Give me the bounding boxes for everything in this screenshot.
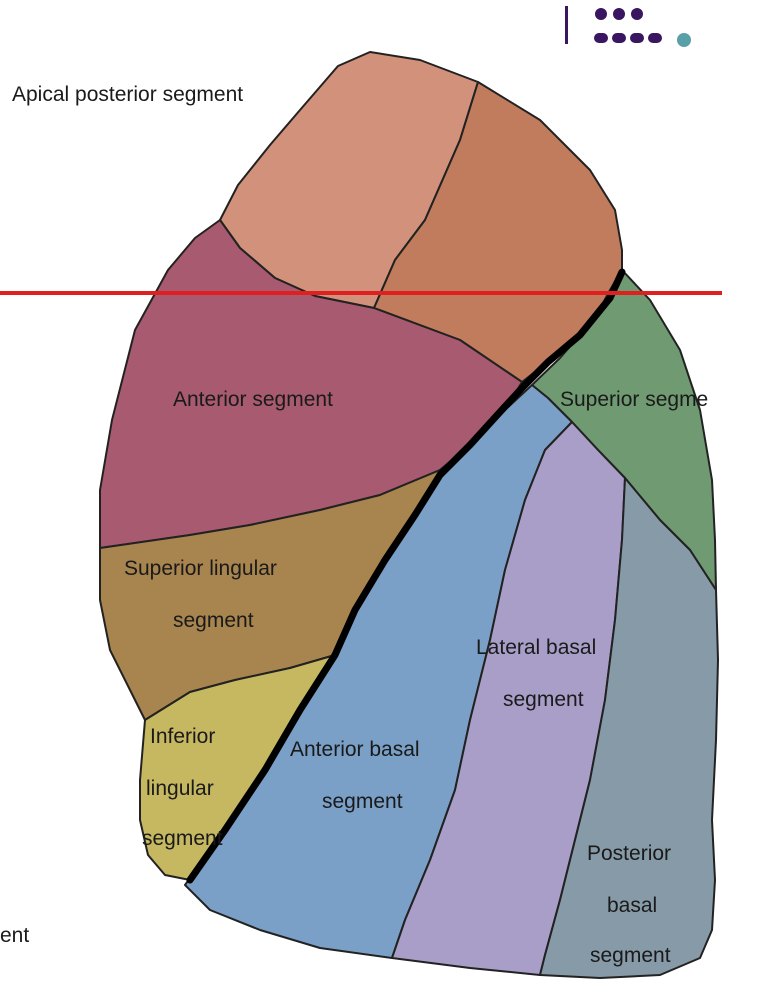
label-posterior-basal-2: basal [607,894,657,917]
label-apical-posterior: Apical posterior segment [12,83,243,106]
label-inferior-lingular-3: segment [142,827,223,850]
label-posterior-basal-3: segment [590,944,671,967]
label-anterior-basal-2: segment [322,790,403,813]
label-inferior-lingular-1: Inferior [150,725,215,748]
label-inferior-lingular-2: lingular [146,777,214,800]
label-superior-lingular-2: segment [173,609,254,632]
label-posterior-basal-1: Posterior [587,842,671,865]
label-anterior-basal-1: Anterior basal [290,738,420,761]
label-lateral-basal-1: Lateral basal [476,636,596,659]
slide-logo-dots-icon [565,6,691,47]
label-lateral-basal-2: segment [503,688,584,711]
label-superior-segment: Superior segme [560,388,708,411]
label-anterior-segment: Anterior segment [173,388,333,411]
label-superior-lingular-1: Superior lingular [124,557,277,580]
label-cut-off-left: ent [0,924,29,947]
